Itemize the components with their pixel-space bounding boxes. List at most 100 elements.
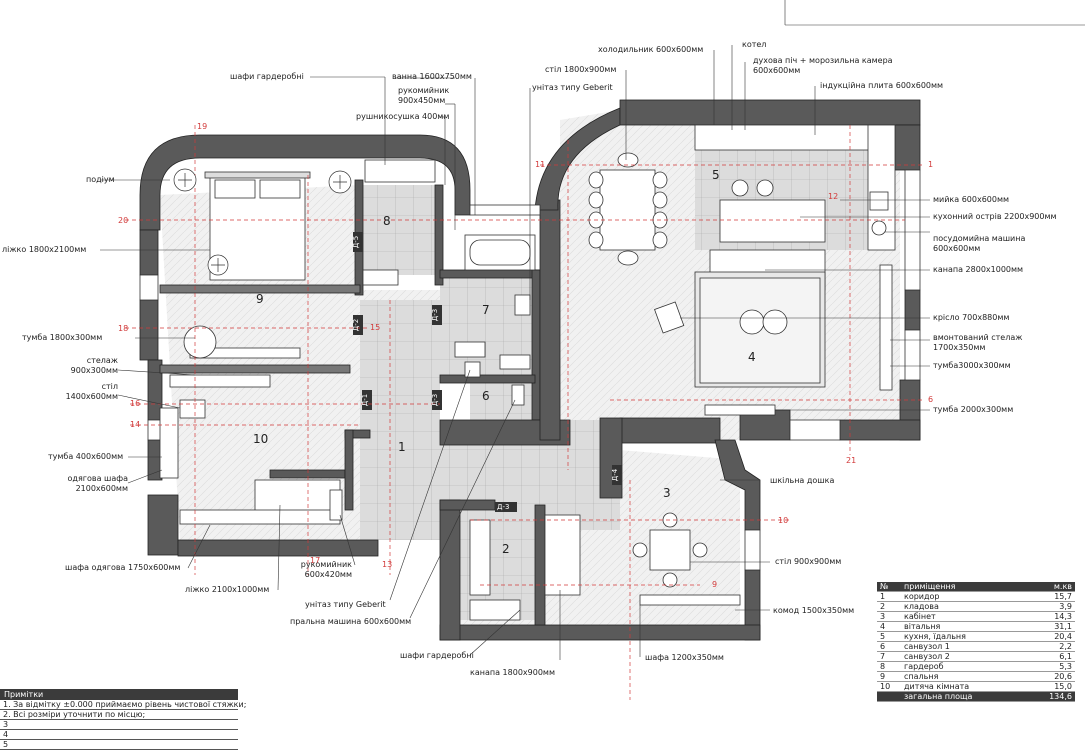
door-tag: Д-1 <box>361 393 370 407</box>
label-tv-2000: тумба 2000х300мм <box>933 405 1014 414</box>
axis-mark: 12 <box>828 192 839 201</box>
label-desk-1400: стіл 1400х600мм <box>65 382 118 401</box>
door-tag: Д-4 <box>611 468 620 482</box>
axis-mark: 19 <box>197 122 208 131</box>
door-tag: Д-2 <box>352 318 361 332</box>
label-oven: духова піч + морозильна камера 600х600мм <box>753 56 893 75</box>
cell: 14,3 <box>1026 611 1075 622</box>
leader-lines <box>100 0 1085 660</box>
door-tag: Д-3 <box>431 393 440 407</box>
cell <box>877 691 901 702</box>
notes-row: 3 <box>0 720 238 730</box>
furniture <box>159 124 896 621</box>
cell: 31,1 <box>1026 621 1075 632</box>
label-sink-kitchen: мийка 600х600мм <box>933 195 1010 204</box>
room-number: 9 <box>256 292 264 306</box>
axis-mark: 16 <box>130 399 141 408</box>
axis-mark: 18 <box>118 324 129 333</box>
cell: 1 <box>877 591 901 602</box>
label-towel: рушникосушка 400мм <box>356 112 450 121</box>
cell: гардероб <box>901 661 1027 672</box>
notes-title: Примітки <box>0 689 238 700</box>
label-school-board: шкільна дошка <box>770 476 835 485</box>
axis-mark: 14 <box>130 420 141 429</box>
cell: кабінет <box>901 611 1027 622</box>
notes-block: Примітки 1. За відмітку ±0.000 приймаємо… <box>0 689 246 750</box>
notes-row: 5 <box>0 740 238 750</box>
cell: спальня <box>901 671 1027 682</box>
label-wardrobe-bottom: шафи гардеробні <box>400 651 474 660</box>
door-tag: Д-3 <box>497 503 510 511</box>
label-bath: ванна 1600х750мм <box>392 72 472 81</box>
cell: кладова <box>901 601 1027 612</box>
label-sink-600: рукомийник 600х420мм <box>300 560 352 579</box>
table-header: приміщення <box>901 582 1027 592</box>
door-tag: Д-3 <box>431 308 440 322</box>
door-tag-group <box>353 232 622 512</box>
table-header: № <box>877 582 901 592</box>
cell: дитяча кімната <box>901 681 1027 692</box>
room-number: 5 <box>712 168 720 182</box>
cell: 3 <box>877 611 901 622</box>
cell: 6 <box>877 641 901 652</box>
room-number: 1 <box>398 440 406 454</box>
label-podium: подіум <box>86 175 115 184</box>
notes-row: 1. За відмітку ±0.000 приймаємо рівень ч… <box>0 700 246 710</box>
plant-icon <box>173 168 352 276</box>
door-tag: Д-5 <box>352 235 361 249</box>
cell: 2,2 <box>1026 641 1075 652</box>
axis-mark: 9 <box>712 580 718 589</box>
axis-mark: 17 <box>310 556 321 565</box>
cell: санвузол 1 <box>901 641 1027 652</box>
walls <box>139 99 921 641</box>
axis-mark: 15 <box>370 323 381 332</box>
axis-mark: 13 <box>382 560 393 569</box>
axis-mark: 11 <box>535 160 546 169</box>
label-bed-1800: ліжко 1800х2100мм <box>2 245 87 254</box>
cell: 3,9 <box>1026 601 1075 612</box>
label-induction: індукційна плита 600х600мм <box>820 81 944 90</box>
cell: 8 <box>877 661 901 672</box>
cell: 7 <box>877 651 901 662</box>
notes-row: 4 <box>0 730 238 740</box>
label-sofa-1800: канапа 1800х900мм <box>470 668 555 677</box>
room-number: 6 <box>482 389 490 403</box>
cell: 2 <box>877 601 901 612</box>
label-armchair: крісло 700х880мм <box>933 313 1010 322</box>
cell: 20,4 <box>1026 631 1075 642</box>
table-total-row: загальна площа 134,6 <box>877 691 1075 702</box>
label-boiler: котел <box>742 40 767 49</box>
label-washer: пральна машина 600х600мм <box>290 617 412 626</box>
axis-mark: 21 <box>846 456 857 465</box>
label-toilet-bottom: унітаз типу Geberit <box>305 600 386 609</box>
axis-mark: 6 <box>928 395 934 404</box>
label-tumba-400: тумба 400х600мм <box>48 452 124 461</box>
cell: 5 <box>877 631 901 642</box>
room-number: 7 <box>482 303 490 317</box>
cell: санвузол 2 <box>901 651 1027 662</box>
cell: 20,6 <box>1026 671 1075 682</box>
label-sofa-2800: канапа 2800х1000мм <box>933 265 1024 274</box>
cell: коридор <box>901 591 1027 602</box>
label-bed-2100: ліжко 2100х1000мм <box>185 585 270 594</box>
cell: 15,0 <box>1026 681 1075 692</box>
axis-lines <box>125 125 925 700</box>
room-number: 10 <box>253 432 269 446</box>
label-tumba-1800: тумба 1800х300мм <box>22 333 103 342</box>
room-number: 4 <box>748 350 756 364</box>
label-table-1800: стіл 1800х900мм <box>545 65 617 74</box>
total-label: загальна площа <box>901 691 1027 702</box>
axis-mark: 20 <box>118 216 129 225</box>
room-number: 2 <box>502 542 510 556</box>
notes-row: 2. Всі розміри уточнити по місцю; <box>0 710 238 720</box>
label-shelf-built: вмонтований стелаж 1700х350мм <box>933 333 1023 352</box>
label-toilet-top: унітаз типу Geberit <box>532 83 613 92</box>
